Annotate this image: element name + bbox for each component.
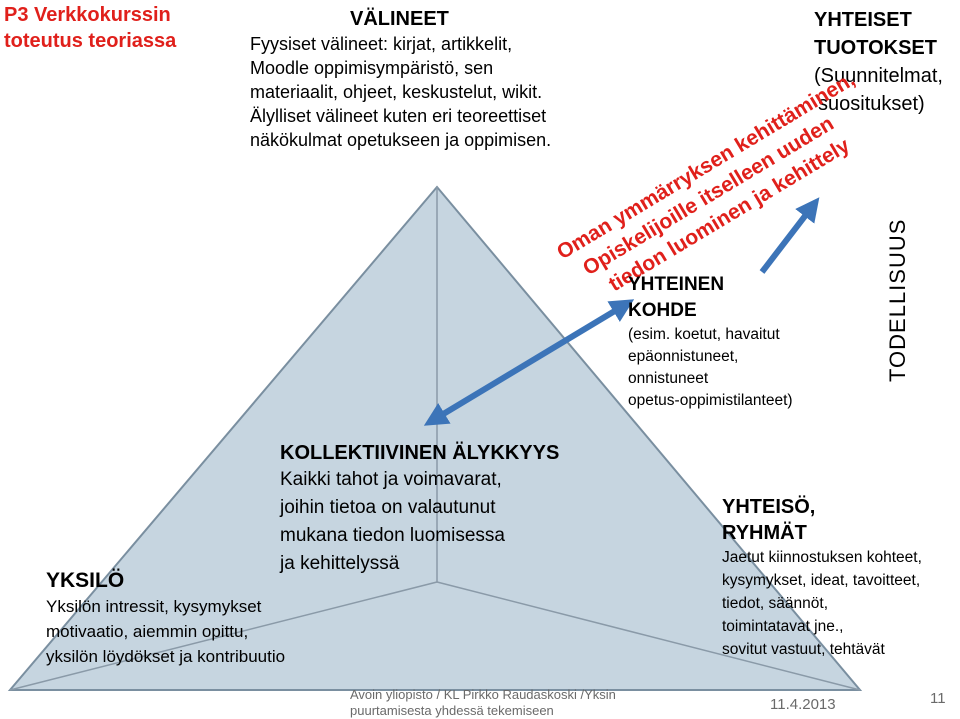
slide-title: P3 Verkkokurssin toteutus teoriassa (4, 2, 176, 54)
valineet-line: Älylliset välineet kuten eri teoreettise… (250, 106, 547, 126)
yhteiso-line: Jaetut kiinnostuksen kohteet, (722, 549, 922, 566)
kollektiivinen-line: joihin tietoa on valautunut (280, 497, 496, 518)
footer-date: 11.4.2013 (770, 696, 836, 713)
yksilo-line: motivaatio, aiemmin opittu, (46, 622, 249, 641)
kohde-heading-2: KOHDE (628, 300, 697, 321)
slide-title-line-1: P3 Verkkokurssin (4, 4, 171, 26)
yhteiso-heading-2: RYHMÄT (722, 522, 807, 544)
yksilo-block: YKSILÖ Yksilön intressit, kysymykset mot… (46, 568, 285, 669)
footer-credit-line-2: puurtamisesta yhdessä tekemiseen (350, 703, 554, 718)
page-number: 11 (930, 690, 946, 707)
kollektiivinen-block: KOLLEKTIIVINEN ÄLYKKYYS Kaikki tahot ja … (280, 440, 559, 578)
outcome-arrow (759, 197, 820, 274)
inner-line-right (436, 581, 861, 691)
slide-title-line-2: toteutus teoriassa (4, 30, 177, 52)
yhteiso-heading-1: YHTEISÖ, (722, 496, 816, 518)
valineet-line: materiaalit, ohjeet, keskustelut, wikit. (250, 82, 543, 102)
kohde-line: epäonnistuneet, (628, 348, 739, 365)
yhteiset-heading-2: TUOTOKSET (814, 37, 937, 59)
yksilo-heading: YKSILÖ (46, 569, 125, 592)
yksilo-line: Yksilön intressit, kysymykset (46, 597, 262, 616)
valineet-line: näkökulmat opetukseen ja oppimisen. (250, 130, 552, 150)
kollektiivinen-line: ja kehittelyssä (280, 553, 400, 574)
yhteiso-block: YHTEISÖ, RYHMÄT Jaetut kiinnostuksen koh… (722, 494, 922, 661)
double-arrow (423, 299, 635, 426)
yhteiso-line: kysymykset, ideat, tavoitteet, (722, 572, 921, 589)
footer-credit-line-1: Avoin yliopisto / KL Pirkko Raudaskoski … (350, 687, 616, 702)
yksilo-line: yksilön löydökset ja kontribuutio (46, 647, 286, 666)
yhteiset-line-4: suositukset) (818, 93, 925, 115)
valineet-block: VÄLINEET Fyysiset välineet: kirjat, arti… (250, 6, 551, 152)
activity-triangle (7, 185, 863, 691)
kollektiivinen-line: Kaikki tahot ja voimavarat, (280, 469, 502, 490)
yhteiso-line: sovitut vastuut, tehtävät (722, 641, 885, 658)
kohde-line: onnistuneet (628, 370, 709, 387)
yhteiset-heading-1: YHTEISET (814, 9, 912, 31)
inner-line-left (9, 581, 438, 691)
yhteinen-kohde-block: YHTEINEN KOHDE (esim. koetut, havaitut e… (628, 272, 793, 412)
valineet-line: Moodle oppimisympäristö, sen (250, 58, 494, 78)
kohde-line: opetus-oppimistilanteet) (628, 392, 793, 409)
kollektiivinen-heading: KOLLEKTIIVINEN ÄLYKKYYS (280, 442, 560, 464)
kohde-heading-1: YHTEINEN (628, 274, 725, 295)
yhteiset-line-3: (Suunnitelmat, (814, 65, 943, 87)
yhteiso-line: tiedot, säännöt, (722, 595, 828, 612)
valineet-heading: VÄLINEET (350, 8, 449, 30)
yhteiset-tuotokset-block: YHTEISET TUOTOKSET (Suunnitelmat, suosit… (814, 6, 943, 118)
yhteiso-line: toimintatavat jne., (722, 618, 844, 635)
kohde-line: (esim. koetut, havaitut (628, 326, 780, 343)
valineet-line: Fyysiset välineet: kirjat, artikkelit, (250, 34, 513, 54)
todellisuus-label: TODELLISUUS (885, 218, 910, 382)
kollektiivinen-line: mukana tiedon luomisessa (280, 525, 505, 546)
footer-credit: Avoin yliopisto / KL Pirkko Raudaskoski … (350, 687, 616, 719)
